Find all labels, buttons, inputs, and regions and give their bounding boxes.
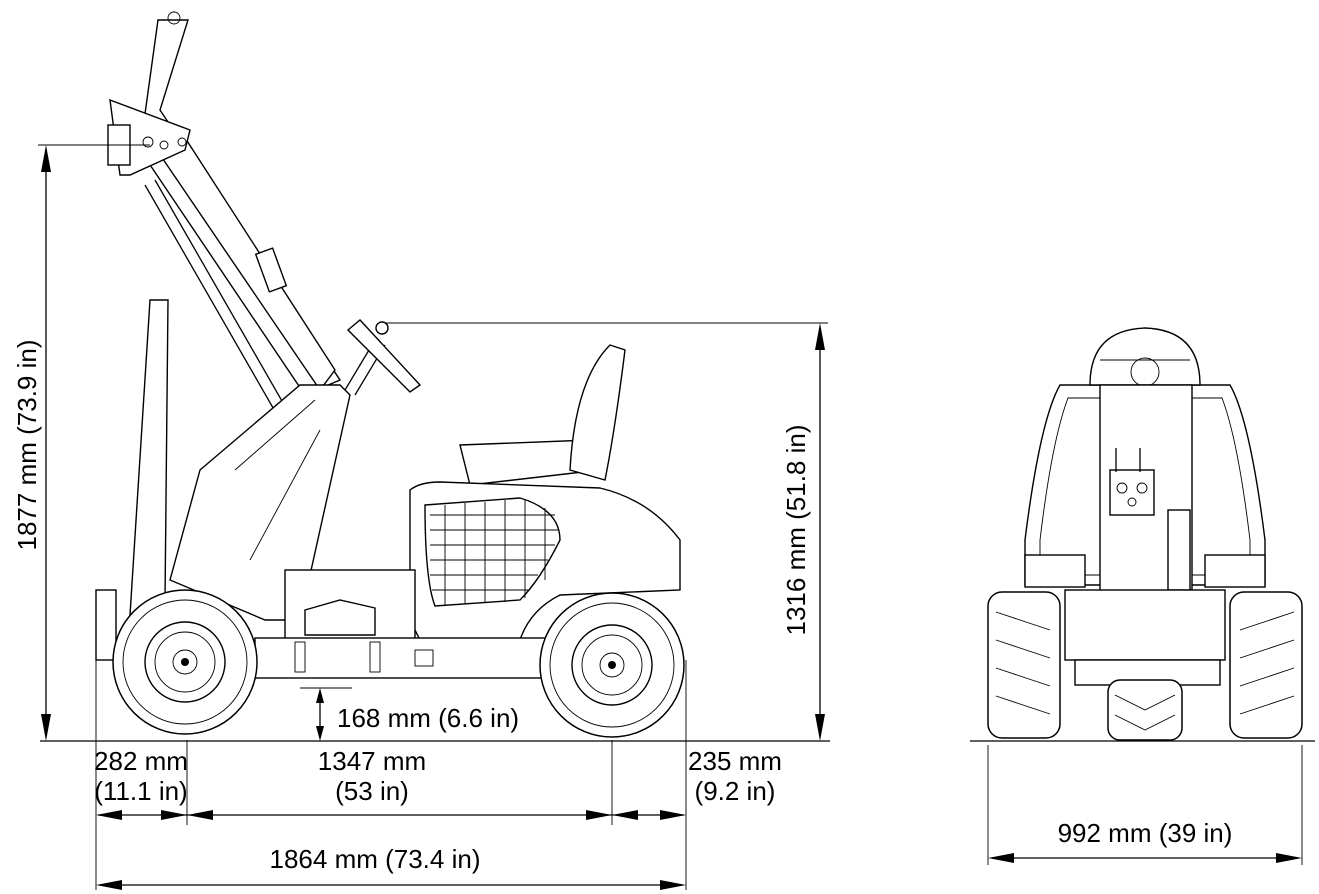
steering-height-dimension: 1316 mm (51.8 in) [385,322,828,741]
frame-slot-2 [369,641,381,673]
rear-overhang-mm-label: 235 mm [688,746,782,776]
front-view-loader [970,327,1315,742]
steering-height-label: 1316 mm (51.8 in) [781,425,811,636]
head-pin-1 [142,136,154,148]
tower-line-2 [249,429,321,561]
hydraulic-cylinder-2 [154,179,291,416]
head-pin-3 [177,137,187,147]
right-tire [1229,591,1303,739]
lower-body [1064,589,1226,661]
tower-line [234,399,316,471]
boom-fittings [254,247,288,293]
frame-slot-1 [294,641,306,673]
coupler-1 [1116,482,1128,494]
left-tire [987,591,1061,739]
left-guard [1024,554,1086,588]
seat-back [569,344,626,481]
coupler-3 [1127,497,1137,507]
rear-overhang-in-label: (9.2 in) [695,776,776,806]
overall-height-dimension: 1877 mm (73.9 in) [12,144,150,741]
boom-arm-inner [148,129,336,392]
hydraulic-cylinder [144,184,281,421]
rear-center-tire [1107,679,1183,741]
seat-shell-inner [1039,397,1251,576]
front-link [129,299,169,617]
overall-length-dimension: 1864 mm (73.4 in) [96,844,686,890]
front-tower [169,384,351,621]
front-bumper [95,589,117,661]
frame-label [414,649,434,667]
coupler-2 [1136,482,1148,494]
boom-pin [167,11,181,25]
side-bracket [1167,509,1191,591]
lower-frame [254,637,546,679]
engine-grille [424,497,561,607]
head-pin-2 [159,140,169,150]
steering-wheel [346,319,422,393]
front-overhang-mm-label: 282 mm [94,746,188,776]
overall-length-label: 1864 mm (73.4 in) [270,844,481,874]
front-wheel [112,589,258,735]
wheelbase-dimension-row [96,810,686,820]
overall-width-label: 992 mm (39 in) [1058,818,1233,848]
wheelbase-in-label: (53 in) [335,776,409,806]
overall-height-label: 1877 mm (73.9 in) [12,340,42,551]
front-overhang-in-label: (11.1 in) [94,776,187,806]
ground-clearance-dimension: 168 mm (6.6 in) [300,687,519,741]
front-steering-wheel [1089,327,1201,386]
steering-knob [375,321,389,335]
overall-width-dimension: 992 mm (39 in) [987,745,1303,865]
side-view-loader [40,11,830,742]
ground-clearance-label: 168 mm (6.6 in) [337,703,519,733]
hydraulic-couplers [1109,469,1155,516]
right-guard [1204,554,1266,588]
wheelbase-mm-label: 1347 mm [318,746,426,776]
step-panel [304,599,376,636]
grille-mesh [430,500,558,605]
rear-wheel [539,592,685,738]
